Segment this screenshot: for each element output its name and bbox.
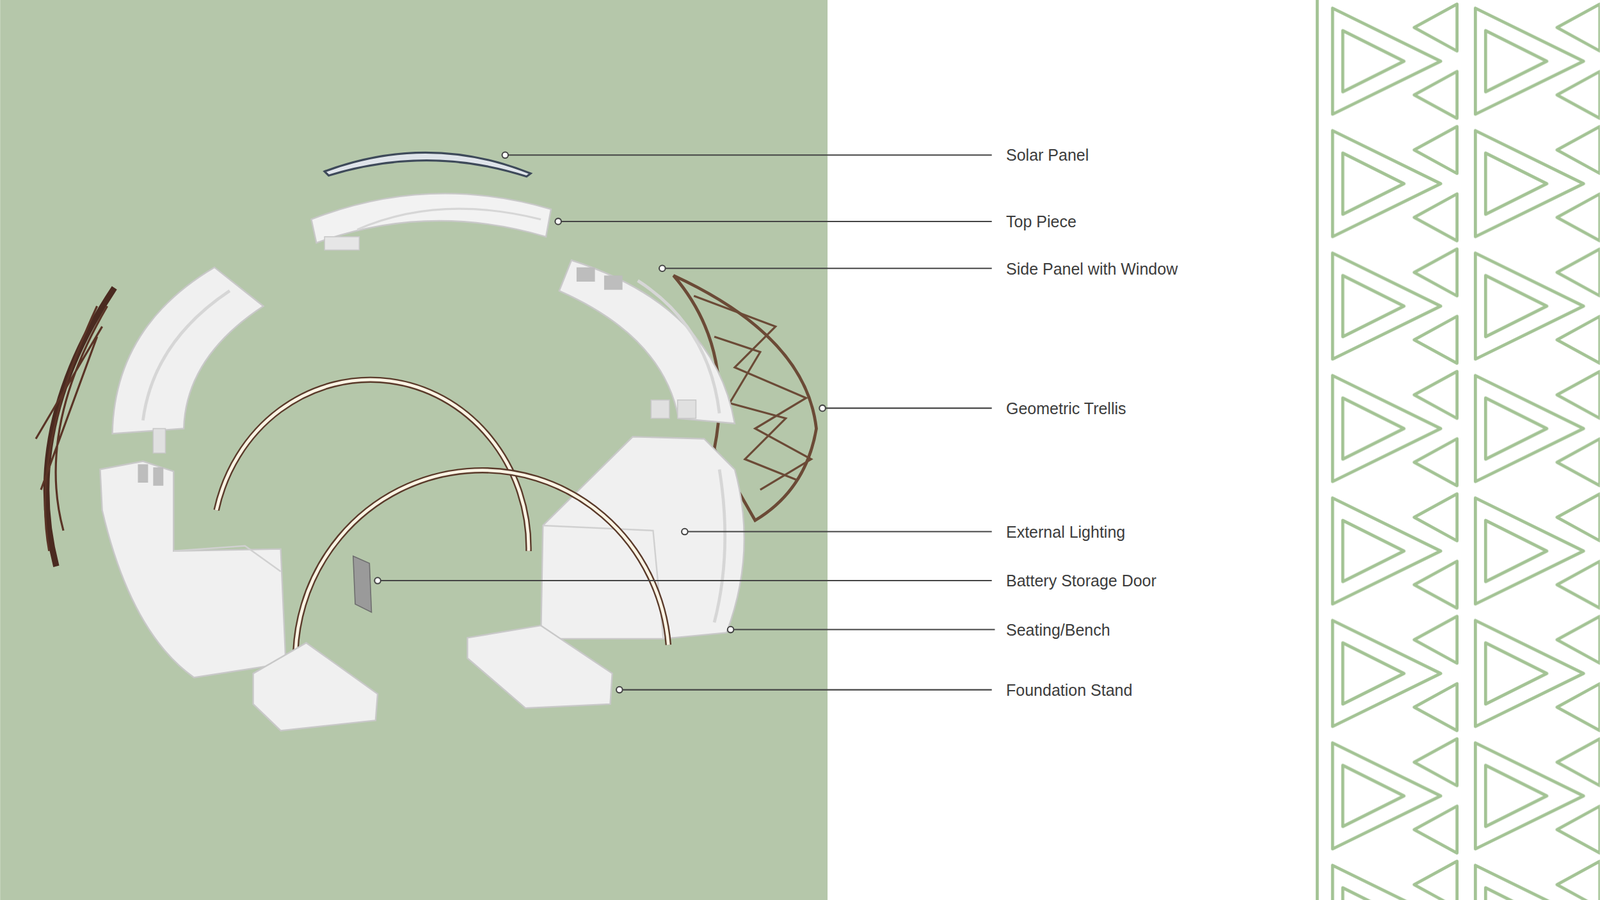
part-label: Side Panel with Window: [1006, 259, 1178, 279]
part-label: Solar Panel: [1006, 145, 1089, 165]
battery-door: [353, 556, 372, 613]
part-label: External Lighting: [1006, 522, 1126, 542]
part-label: Seating/Bench: [1006, 620, 1111, 640]
leader-lines: [374, 152, 995, 694]
part-label: Battery Storage Door: [1006, 570, 1157, 591]
part-label: Foundation Stand: [1006, 680, 1133, 700]
right-side-panel: [559, 259, 735, 424]
part-label: Top Piece: [1006, 211, 1077, 232]
left-seating: [99, 461, 286, 678]
left-side-panel: [112, 267, 264, 454]
green-ground: [0, 0, 828, 900]
solar-panel: [324, 152, 531, 176]
right-foundation: [467, 625, 612, 708]
top-piece: [311, 193, 552, 250]
left-foundation: [253, 642, 378, 731]
back-lighting-arc: [216, 379, 529, 552]
right-seating: [540, 436, 745, 639]
left-trellis: [35, 288, 115, 567]
triangle-pattern: [1318, 0, 1600, 900]
pattern-edge: [1315, 0, 1320, 900]
part-label: Geometric Trellis: [1006, 398, 1127, 418]
